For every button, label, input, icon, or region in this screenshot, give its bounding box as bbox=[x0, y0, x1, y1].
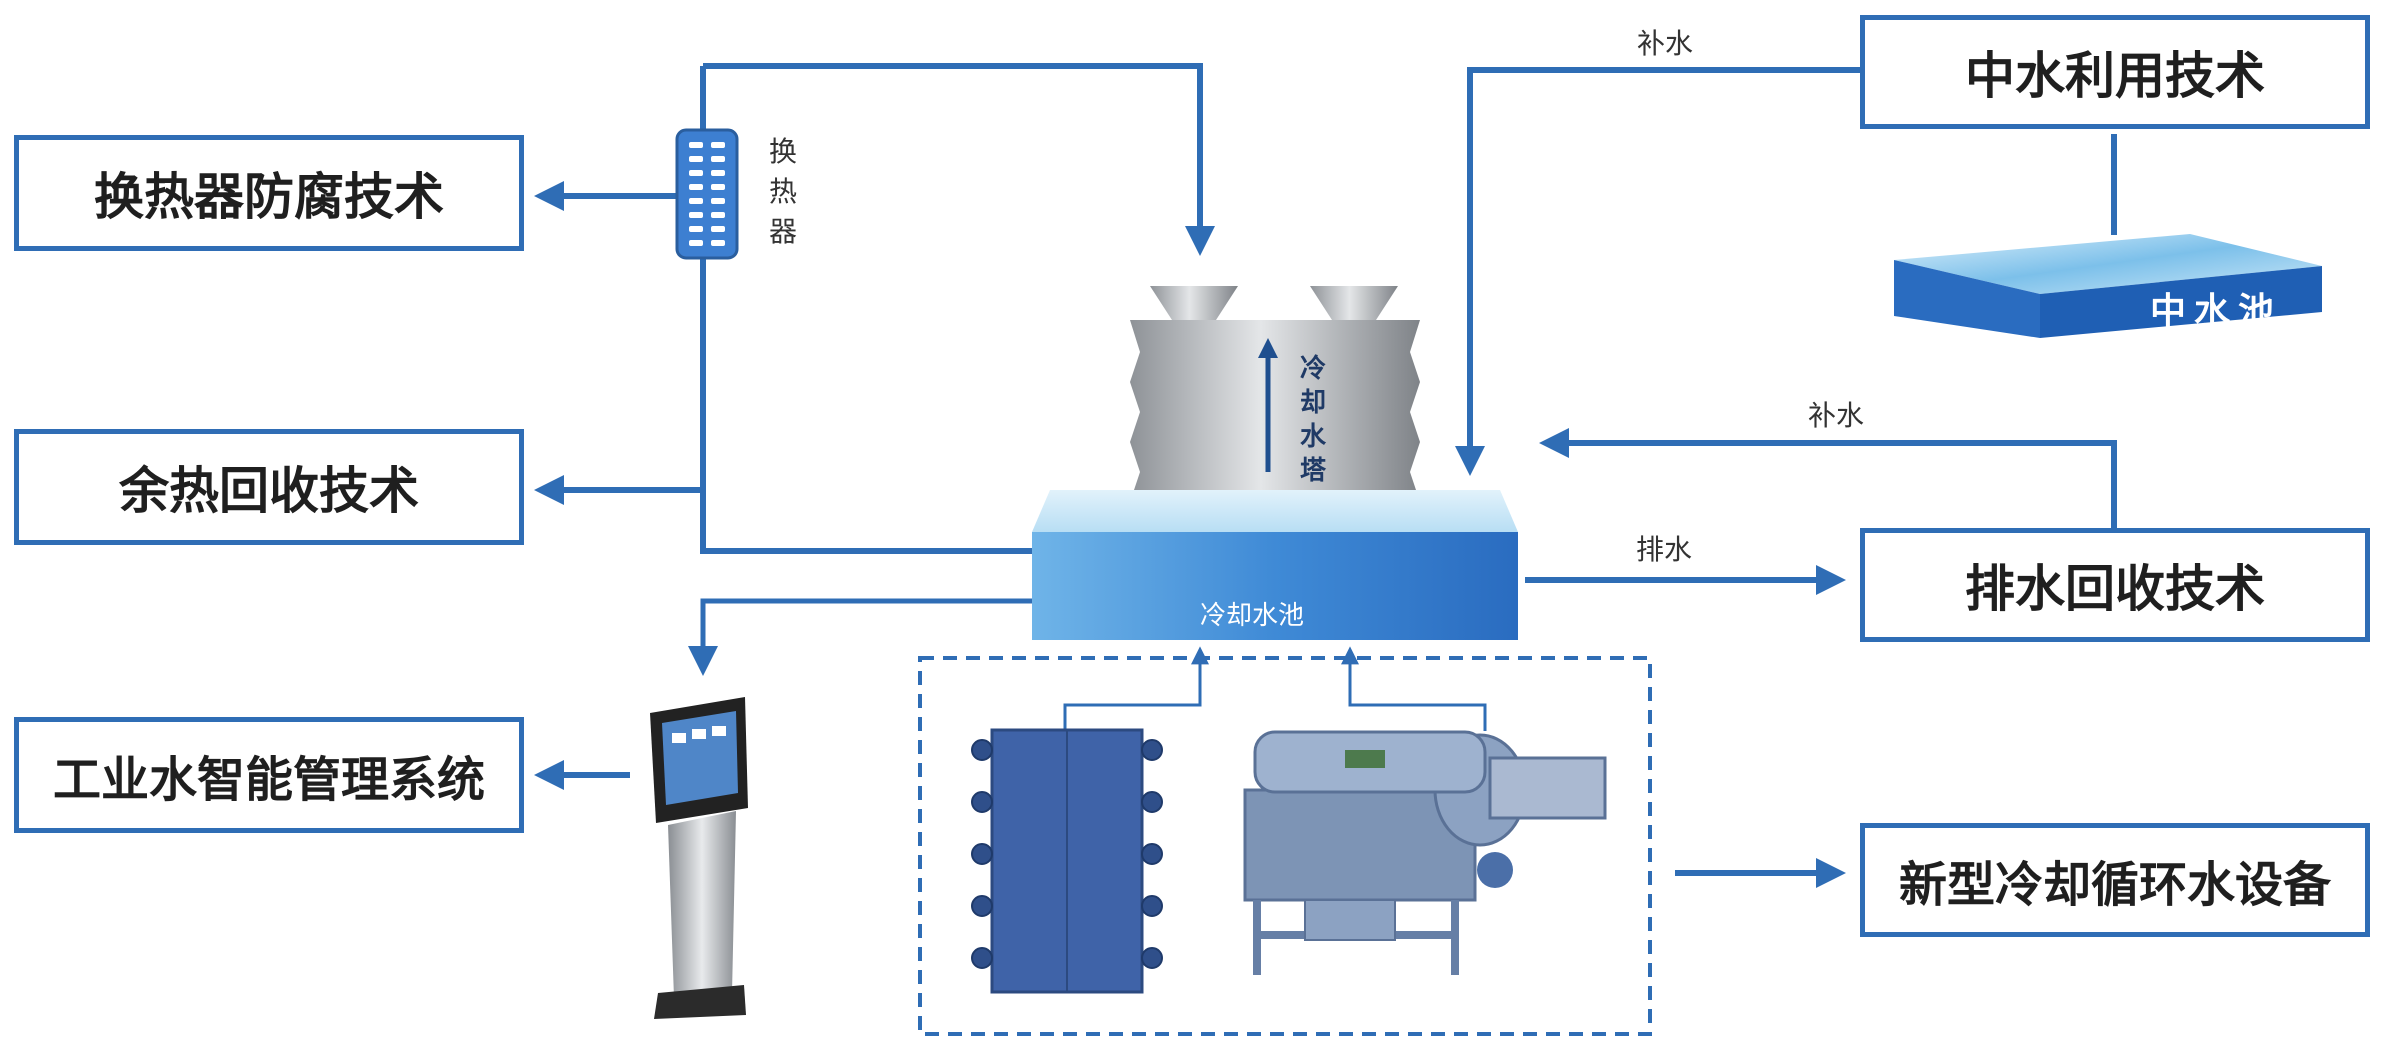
drainage-recovery-label: 排水回收技术 bbox=[1965, 560, 2265, 618]
heat-exchanger-anticorrosion-box[interactable]: 换热器防腐技术 bbox=[14, 135, 524, 251]
equipment-feed-left bbox=[1063, 646, 1209, 731]
waste-heat-recovery-label: 余热回收技术 bbox=[119, 462, 419, 520]
new-cooling-equipment-label: 新型冷却循环水设备 bbox=[1898, 857, 2331, 913]
filter-cabinet-illustration bbox=[971, 728, 1163, 994]
heat-exchanger-label: 换热器 bbox=[768, 135, 797, 248]
makeup-water-mid-label: 补水 bbox=[1808, 399, 1865, 432]
cooling-tower-label: 冷却水塔 bbox=[1299, 354, 1326, 486]
waste-heat-recovery-box[interactable]: 余热回收技术 bbox=[14, 429, 524, 545]
cooling-pool-label: 冷却水池 bbox=[1200, 601, 1305, 631]
reclaimed-water-use-label: 中水利用技术 bbox=[1965, 47, 2265, 105]
makeup-line-top bbox=[1455, 67, 1862, 476]
drainage-recovery-box[interactable]: 排水回收技术 bbox=[1860, 528, 2370, 642]
pool-to-kiosk-line bbox=[688, 598, 1038, 676]
equipment-enclosure bbox=[918, 656, 1652, 1036]
industrial-water-management-label: 工业水智能管理系统 bbox=[52, 752, 485, 808]
drum-filter-illustration bbox=[1243, 730, 1607, 975]
industrial-water-management-box[interactable]: 工业水智能管理系统 bbox=[14, 717, 524, 833]
heat-exchanger-illustration bbox=[675, 128, 739, 260]
cooling-pool-illustration bbox=[1032, 490, 1518, 640]
reclaimed-water-use-box[interactable]: 中水利用技术 bbox=[1860, 15, 2370, 129]
equipment-feed-right bbox=[1341, 646, 1487, 731]
heat-exchanger-anticorrosion-label: 换热器防腐技术 bbox=[94, 168, 444, 226]
reclaimed-pool-label: 中水池 bbox=[2150, 291, 2283, 332]
makeup-line-mid bbox=[1539, 428, 2117, 530]
drain-water-label: 排水 bbox=[1636, 533, 1693, 566]
loop-line-top bbox=[703, 63, 1215, 256]
loop-line-left bbox=[700, 66, 1038, 554]
new-cooling-equipment-box[interactable]: 新型冷却循环水设备 bbox=[1860, 823, 2370, 937]
reclaimed-pool-illustration bbox=[1894, 234, 2322, 338]
makeup-water-top-label: 补水 bbox=[1637, 27, 1694, 60]
management-kiosk-illustration bbox=[650, 697, 748, 1019]
